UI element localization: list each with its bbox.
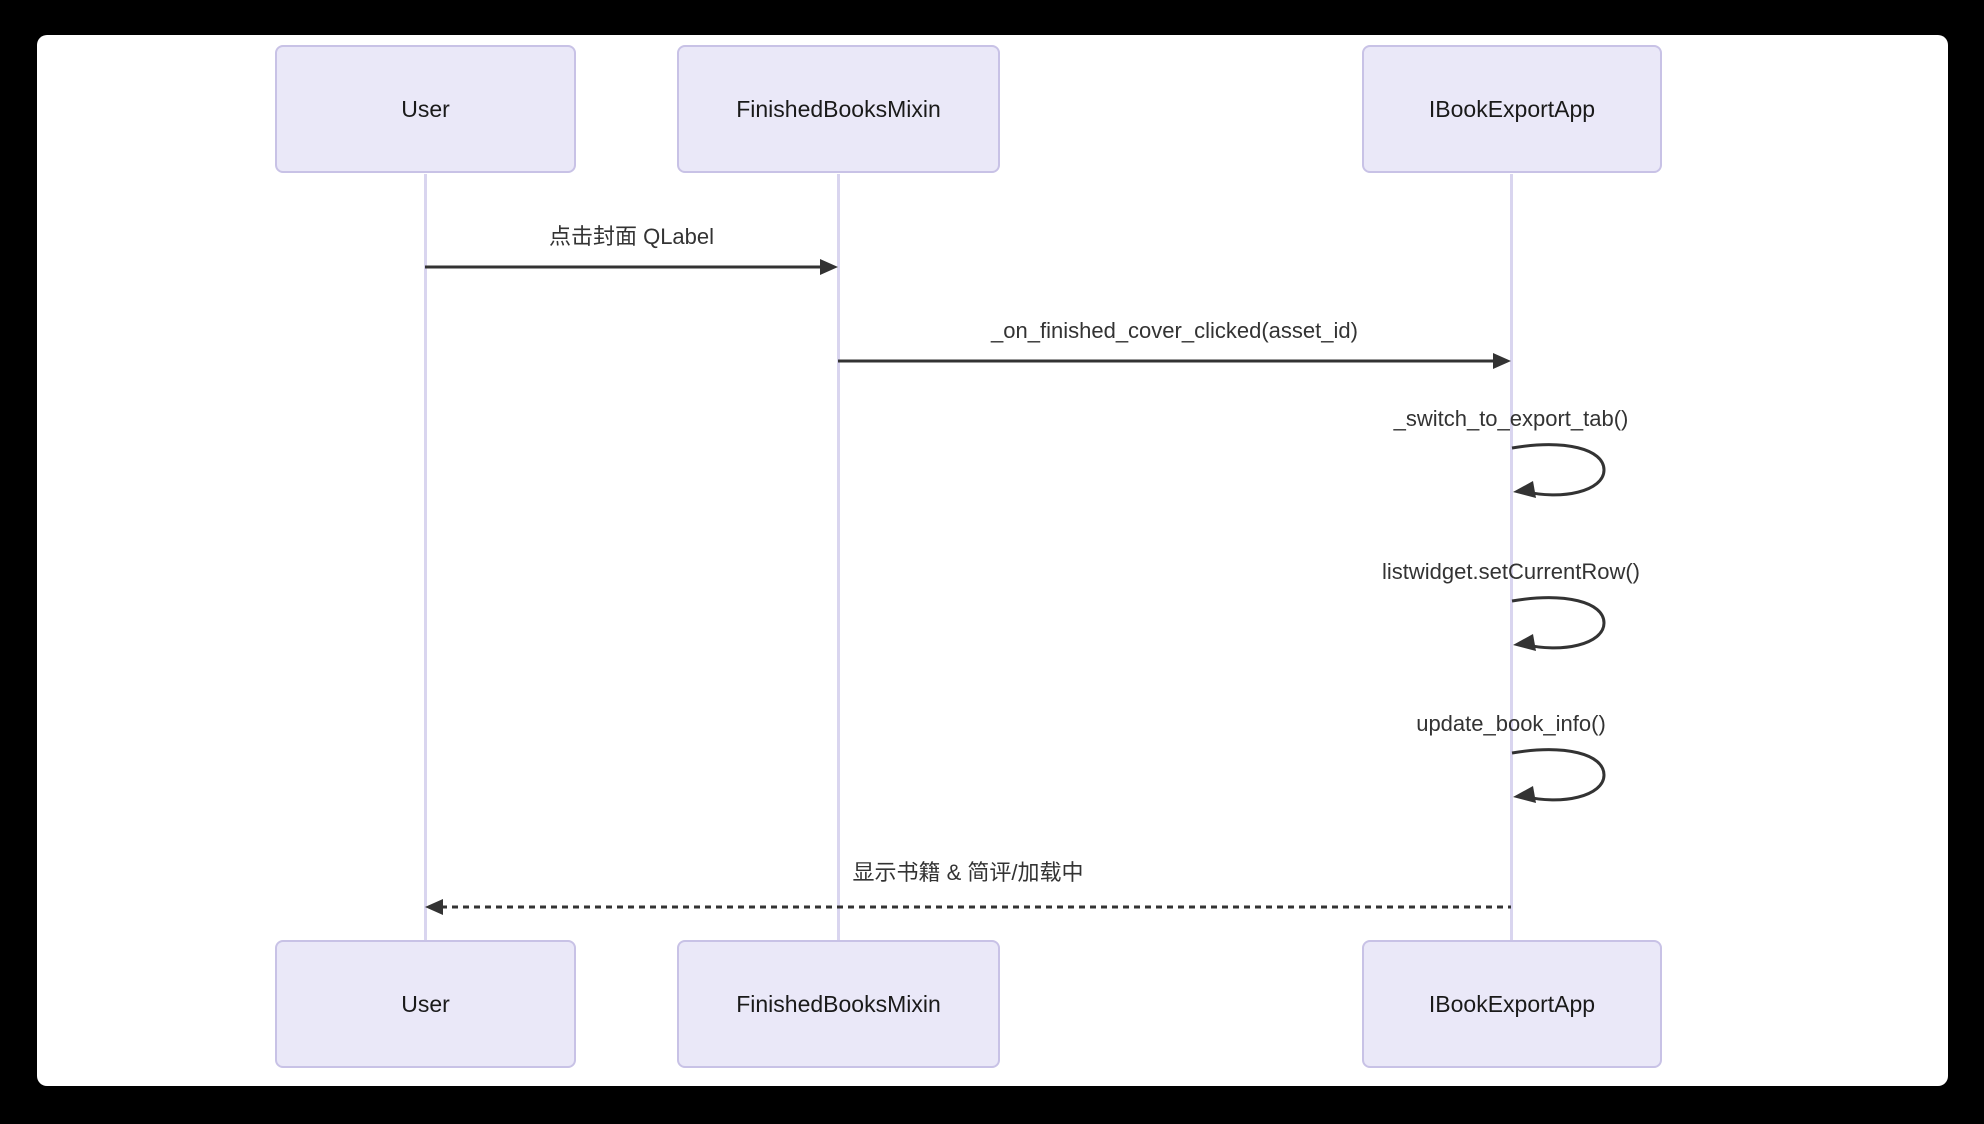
message-label-on-finished-cover-clicked: _on_finished_cover_clicked(asset_id) bbox=[991, 318, 1358, 343]
actor-label-ibookexportapp: IBookExportApp bbox=[1428, 990, 1596, 1017]
actor-top-finishedbooksmixin: FinishedBooksMixin bbox=[677, 45, 1000, 173]
actor-bottom-ibookexportapp: IBookExportApp bbox=[1362, 940, 1662, 1068]
actor-label-ibookexportapp: IBookExportApp bbox=[1428, 95, 1596, 122]
actor-label-user: User bbox=[401, 95, 450, 122]
actor-label-finishedbooksmixin: FinishedBooksMixin bbox=[736, 95, 941, 122]
message-label-update-book-info: update_book_info() bbox=[1416, 711, 1606, 736]
message-label-show-book-return: 显示书籍 & 简评/加载中 bbox=[852, 860, 1084, 885]
lifeline-user bbox=[424, 174, 427, 940]
actor-bottom-user: User bbox=[275, 940, 576, 1068]
message-label-setcurrentrow: listwidget.setCurrentRow() bbox=[1382, 559, 1640, 584]
actor-label-finishedbooksmixin: FinishedBooksMixin bbox=[736, 990, 941, 1017]
actor-label-user: User bbox=[401, 990, 450, 1017]
message-label-switch-to-export-tab: _switch_to_export_tab() bbox=[1393, 406, 1629, 431]
actor-top-ibookexportapp: IBookExportApp bbox=[1362, 45, 1662, 173]
actor-bottom-finishedbooksmixin: FinishedBooksMixin bbox=[677, 940, 1000, 1068]
lifeline-finishedbooksmixin bbox=[837, 174, 840, 940]
actor-top-user: User bbox=[275, 45, 576, 173]
diagram-panel bbox=[37, 35, 1948, 1086]
message-label-click-cover: 点击封面 QLabel bbox=[548, 224, 715, 249]
lifeline-ibookexportapp bbox=[1510, 174, 1513, 940]
